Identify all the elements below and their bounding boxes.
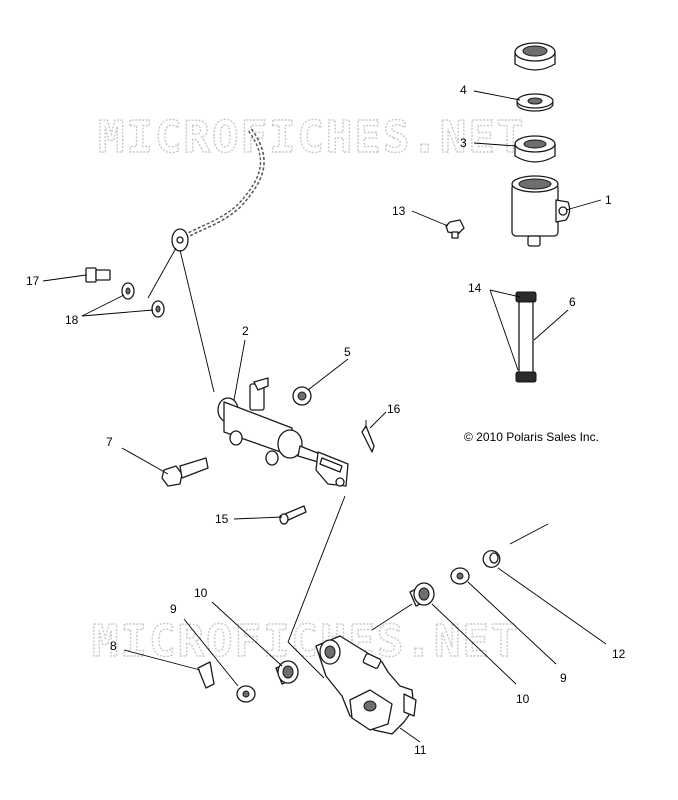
reservoir-body — [511, 175, 571, 247]
washer-right — [450, 567, 470, 585]
copyright-text: © 2010 Polaris Sales Inc. — [464, 430, 599, 444]
grommet — [292, 386, 312, 406]
callout-11: 11 — [414, 743, 427, 757]
callout-9-left: 9 — [170, 602, 177, 616]
bushing-left — [275, 660, 299, 685]
watermark-top: MICROFICHES.NET — [98, 112, 525, 163]
callout-1: 1 — [605, 193, 612, 207]
clevis-pin — [279, 505, 307, 525]
sealing-washer — [121, 282, 135, 300]
callout-2: 2 — [242, 324, 249, 338]
callout-12: 12 — [612, 647, 626, 661]
leader-lines — [42, 90, 607, 743]
callout-3: 3 — [460, 136, 467, 150]
callout-13: 13 — [392, 204, 406, 218]
callout-10-left: 10 — [194, 586, 208, 600]
washer-left — [236, 685, 256, 703]
callout-17: 17 — [26, 274, 40, 288]
callout-18: 18 — [65, 313, 79, 327]
reservoir-hose — [515, 291, 537, 383]
diaphragm-plate — [516, 93, 554, 112]
callout-14: 14 — [468, 281, 482, 295]
callout-10-right: 10 — [516, 692, 530, 706]
callout-9-right: 9 — [560, 671, 567, 685]
callout-16: 16 — [387, 402, 401, 416]
callout-5: 5 — [344, 345, 351, 359]
cotter-pin — [361, 425, 375, 453]
reservoir-cap — [514, 42, 556, 71]
callout-7: 7 — [106, 435, 113, 449]
callout-4: 4 — [460, 83, 467, 97]
retaining-pin — [197, 661, 215, 689]
callout-8: 8 — [110, 639, 117, 653]
master-cylinder — [217, 377, 349, 487]
diaphragm — [514, 135, 556, 163]
snap-ring — [482, 550, 501, 568]
sealing-washer — [151, 300, 165, 318]
mounting-bolt — [161, 457, 209, 487]
callout-15: 15 — [215, 512, 229, 526]
bushing-right — [409, 582, 435, 607]
screw — [445, 219, 465, 239]
brake-pedal — [315, 635, 417, 735]
callout-6: 6 — [569, 295, 576, 309]
banjo-bolt — [85, 267, 111, 283]
